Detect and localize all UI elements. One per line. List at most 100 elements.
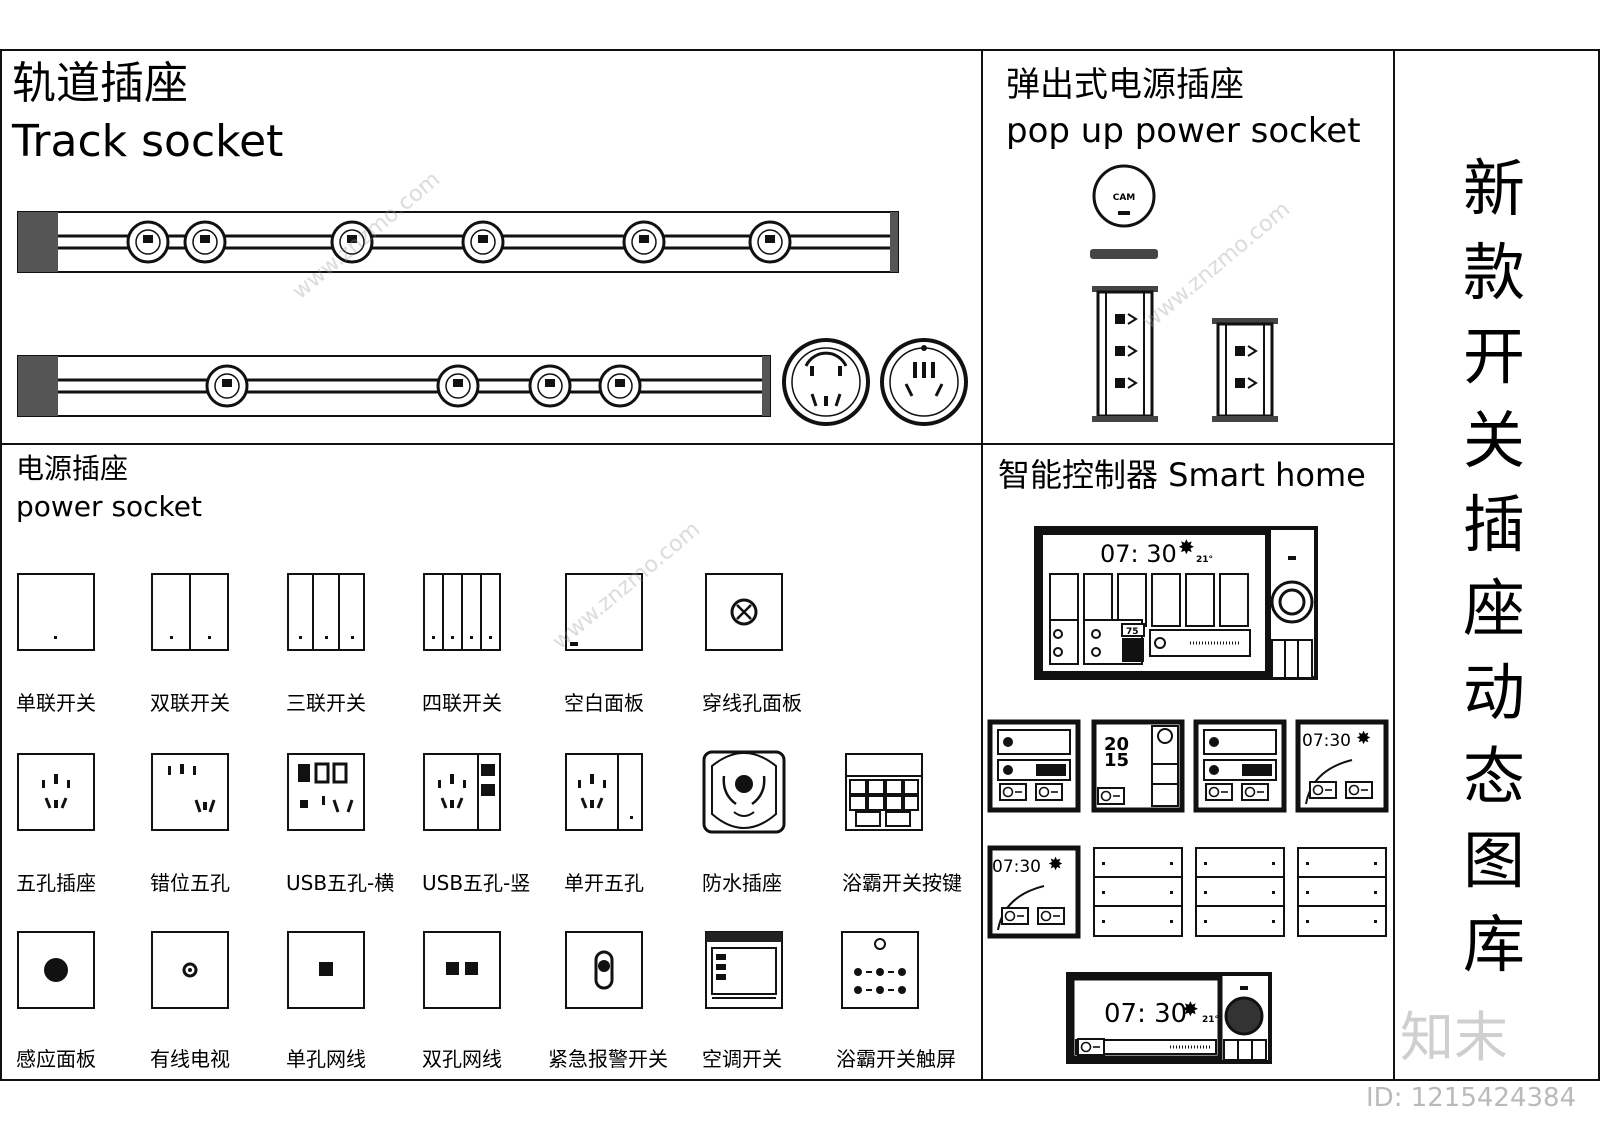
item-label: 单开五孔 (564, 871, 644, 895)
panel-single-switch (17, 573, 95, 651)
item-label: 空白面板 (564, 691, 644, 715)
time-display: 07: 30 (1100, 540, 1177, 568)
watermark-id: ID: 1215424384 (1366, 1083, 1576, 1113)
panel-usb-five-hole-vertical (423, 753, 501, 831)
side-char: 动 (1463, 656, 1525, 729)
track-socket (461, 220, 505, 264)
popup-title-en: pop up power socket (1006, 111, 1361, 151)
power-title-cn: 电源插座 (16, 452, 128, 485)
item-label: 单联开关 (16, 691, 96, 715)
panel-quad-switch (423, 573, 501, 651)
side-title: 新 款 开 关 插 座 动 态 图 库 (1463, 152, 1525, 981)
item-label: 空调开关 (702, 1047, 782, 1071)
panel-bath-heater-touch (841, 931, 919, 1009)
level-display: 75 (1126, 627, 1139, 637)
smart-switch-3key-1 (1093, 847, 1183, 937)
item-label: USB五孔-竖 (422, 871, 530, 895)
item-label: 浴霸开关触屏 (836, 1047, 956, 1071)
sun-icon: ✸ (1356, 728, 1371, 749)
item-label: 双联开关 (150, 691, 230, 715)
panel-single-network (287, 931, 365, 1009)
watermark-logo: 知末 (1400, 1006, 1508, 1069)
item-label: USB五孔-横 (286, 871, 394, 895)
track-socket (622, 220, 666, 264)
panel-cable-tv (151, 931, 229, 1009)
panel-waterproof-socket (702, 750, 786, 834)
side-char: 库 (1463, 908, 1525, 981)
panel-triple-switch (287, 573, 365, 651)
panel-emergency-alarm (565, 931, 643, 1009)
sun-icon: ✸ (1182, 997, 1199, 1021)
frame-lines (0, 49, 1600, 1081)
power-labels-row2: 五孔插座 错位五孔 USB五孔-横 USB五孔-竖 单开五孔 防水插座 浴霸开关… (16, 871, 962, 895)
item-label: 五孔插座 (16, 871, 96, 895)
smart-switch-3key-3 (1297, 847, 1387, 937)
item-label: 三联开关 (286, 691, 366, 715)
smart-controller-main: 07: 30 ✸ 21° 75 (1034, 526, 1318, 680)
side-char: 款 (1463, 236, 1525, 309)
date-top: 20 (1104, 734, 1129, 755)
panel-offset-five-hole (151, 753, 229, 831)
date-bottom: 15 (1104, 750, 1129, 771)
popup-tower-short (1212, 318, 1278, 422)
smart-panel-5: 07:30 ✸ (987, 845, 1081, 939)
side-char: 新 (1463, 152, 1525, 225)
track-socket (748, 220, 792, 264)
popup-cap-label: CAM (1113, 193, 1136, 203)
power-title-en: power socket (16, 490, 202, 523)
track-socket (126, 220, 170, 264)
round-socket-large-2 (880, 338, 968, 426)
panel-double-network (423, 931, 501, 1009)
item-label: 穿线孔面板 (702, 691, 802, 715)
panel-double-switch (151, 573, 229, 651)
side-char: 图 (1463, 824, 1525, 897)
sun-icon: ✸ (1178, 535, 1195, 559)
item-label: 紧急报警开关 (548, 1047, 668, 1071)
panel-ac-switch (705, 931, 783, 1009)
side-char: 开 (1463, 320, 1525, 393)
smart-panel-1 (987, 719, 1081, 813)
item-label: 单孔网线 (286, 1047, 366, 1071)
side-char: 态 (1463, 740, 1525, 813)
temp-display: 21° (1202, 1015, 1219, 1025)
item-label: 感应面板 (16, 1047, 96, 1071)
track-socket (528, 364, 572, 408)
item-label: 四联开关 (422, 691, 502, 715)
track-socket (436, 364, 480, 408)
item-label: 错位五孔 (150, 871, 230, 895)
item-label: 有线电视 (150, 1047, 230, 1071)
smart-panel-4: 07:30 ✸ (1295, 719, 1389, 813)
time-display: 07: 30 (1104, 999, 1187, 1029)
power-labels-row3: 感应面板 有线电视 单孔网线 双孔网线 紧急报警开关 空调开关 浴霸开关触屏 (16, 1047, 956, 1071)
smart-title: 智能控制器 Smart home (998, 456, 1366, 494)
panel-sensor (17, 931, 95, 1009)
panel-blank (565, 573, 643, 651)
time-display: 07:30 (1302, 731, 1351, 751)
round-socket-large-1 (782, 338, 870, 426)
panel-bath-heater-keys (845, 753, 923, 831)
item-label: 防水插座 (702, 871, 782, 895)
panel-usb-five-hole-horizontal (287, 753, 365, 831)
track-title-cn: 轨道插座 (12, 58, 188, 109)
panel-five-hole-socket (17, 753, 95, 831)
watermark-url: www.znzmo.com (1138, 197, 1295, 335)
temp-display: 21° (1196, 555, 1213, 565)
smart-switch-3key-2 (1195, 847, 1285, 937)
side-char: 关 (1463, 404, 1525, 477)
sun-icon: ✸ (1048, 854, 1063, 875)
track-rail-2 (17, 355, 771, 417)
track-socket (598, 364, 642, 408)
track-socket (183, 220, 227, 264)
track-title-en: Track socket (11, 116, 283, 167)
popup-cap: CAM (1090, 164, 1158, 259)
panel-switch-five-hole (565, 753, 643, 831)
item-label: 双孔网线 (422, 1047, 502, 1071)
side-char: 插 (1463, 488, 1525, 561)
side-char: 座 (1463, 572, 1525, 645)
power-labels-row1: 单联开关 双联开关 三联开关 四联开关 空白面板 穿线孔面板 (16, 691, 802, 715)
item-label: 浴霸开关按键 (842, 871, 962, 895)
smart-panel-2: 20 15 (1091, 719, 1185, 813)
smart-panel-3 (1193, 719, 1287, 813)
panel-cable-hole (705, 573, 783, 651)
